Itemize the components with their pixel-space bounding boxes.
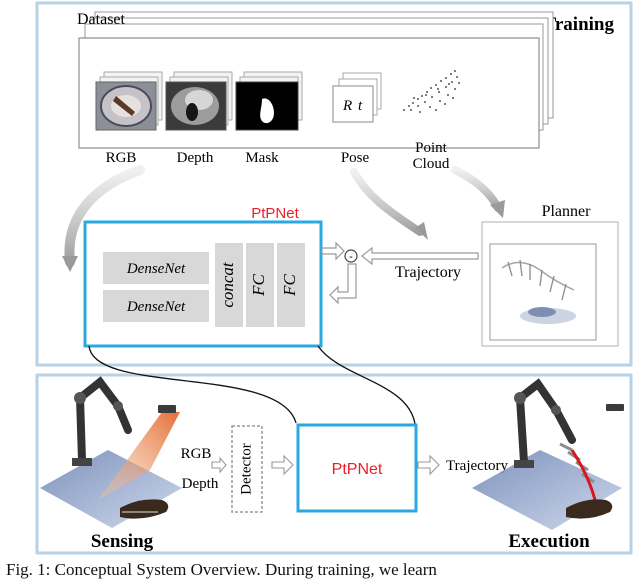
sensing-scene: Sensing: [40, 376, 182, 552]
fc-block-2: [277, 243, 305, 327]
depth-thumbnail: [165, 71, 233, 131]
fc-block-1: [246, 243, 274, 327]
minus-symbol: -: [349, 251, 353, 263]
minus-node: [344, 249, 358, 263]
camera-sensor: [158, 405, 176, 413]
point-cloud-label-line1: Point: [415, 140, 448, 156]
feedback-arrow: [329, 263, 357, 305]
densenet-block-2: [103, 290, 209, 322]
ptpnet-network-box: PtPNet DenseNet DenseNet concat FC FC: [83, 205, 323, 348]
mask-label: Mask: [245, 150, 279, 166]
ptpnet-title: PtPNet: [251, 205, 299, 222]
ptpnet-execution-box: PtPNet: [296, 423, 418, 513]
execution-rgb-label: RGB: [181, 446, 212, 462]
robot-arm-execution: [515, 378, 576, 466]
execution-scene: Execution: [472, 378, 624, 552]
depth-label: Depth: [177, 150, 214, 166]
dataset-flow-arrows: [62, 165, 505, 272]
pose-label: Pose: [341, 150, 370, 166]
training-trajectory-label: Trajectory: [395, 264, 461, 281]
planner-card-front: [489, 243, 597, 341]
execution-depth-label: Depth: [182, 476, 219, 492]
planner-trajectory-arrow: [361, 246, 479, 266]
densenet-block-1: [103, 252, 209, 284]
sensing-label: Sensing: [91, 531, 154, 552]
shoe-object-execution: [566, 499, 613, 519]
camera-sensor-execution: [606, 404, 624, 411]
pose-t-symbol: t: [358, 98, 363, 114]
arrow-images-to-network: [64, 165, 145, 267]
loss-comparison: - Trajectory: [321, 241, 479, 305]
ptpnet-execution-frame: [296, 423, 418, 513]
network-output-arrow: [321, 241, 345, 261]
figure-caption: Fig. 1: Conceptual System Overview. Duri…: [6, 560, 437, 579]
arrow-pose-to-compare: [350, 168, 424, 236]
execution-label: Execution: [508, 531, 590, 552]
concat-block-label: concat: [218, 261, 237, 308]
detector-frame: [231, 425, 263, 513]
pose-r-symbol: R: [342, 98, 352, 114]
rgb-thumbnail: [95, 71, 163, 131]
concat-block: [215, 243, 243, 327]
training-title: Training: [544, 14, 615, 35]
point-cloud-label-line2: Cloud: [413, 156, 450, 172]
network-link-left: [88, 345, 297, 424]
ptpnet-execution-label: PtPNet: [332, 461, 383, 478]
detector-to-network-arrow: [271, 454, 294, 476]
robot-arm-sensing: [75, 376, 132, 464]
detector-label: Detector: [238, 443, 254, 495]
fc-block-1-label: FC: [249, 273, 268, 296]
input-to-detector-arrow: [211, 456, 227, 474]
execution-trajectory-label: Trajectory: [446, 458, 508, 474]
point-cloud-thumbnail: [403, 70, 460, 113]
mask-thumbnail: [235, 71, 303, 131]
rgb-label: RGB: [106, 150, 137, 166]
network-to-execution-arrow: [417, 454, 440, 476]
network-link-right: [317, 345, 416, 425]
detector-box: Detector: [231, 425, 263, 513]
shoe-object: [120, 499, 169, 519]
dataset-label: Dataset: [77, 11, 126, 28]
pose-thumbnail: R t: [332, 72, 382, 123]
planner-label: Planner: [542, 203, 592, 220]
densenet-block-2-label: DenseNet: [126, 299, 186, 315]
densenet-block-1-label: DenseNet: [126, 261, 186, 277]
fc-block-2-label: FC: [280, 273, 299, 296]
planner-stack: Planner: [481, 203, 619, 347]
